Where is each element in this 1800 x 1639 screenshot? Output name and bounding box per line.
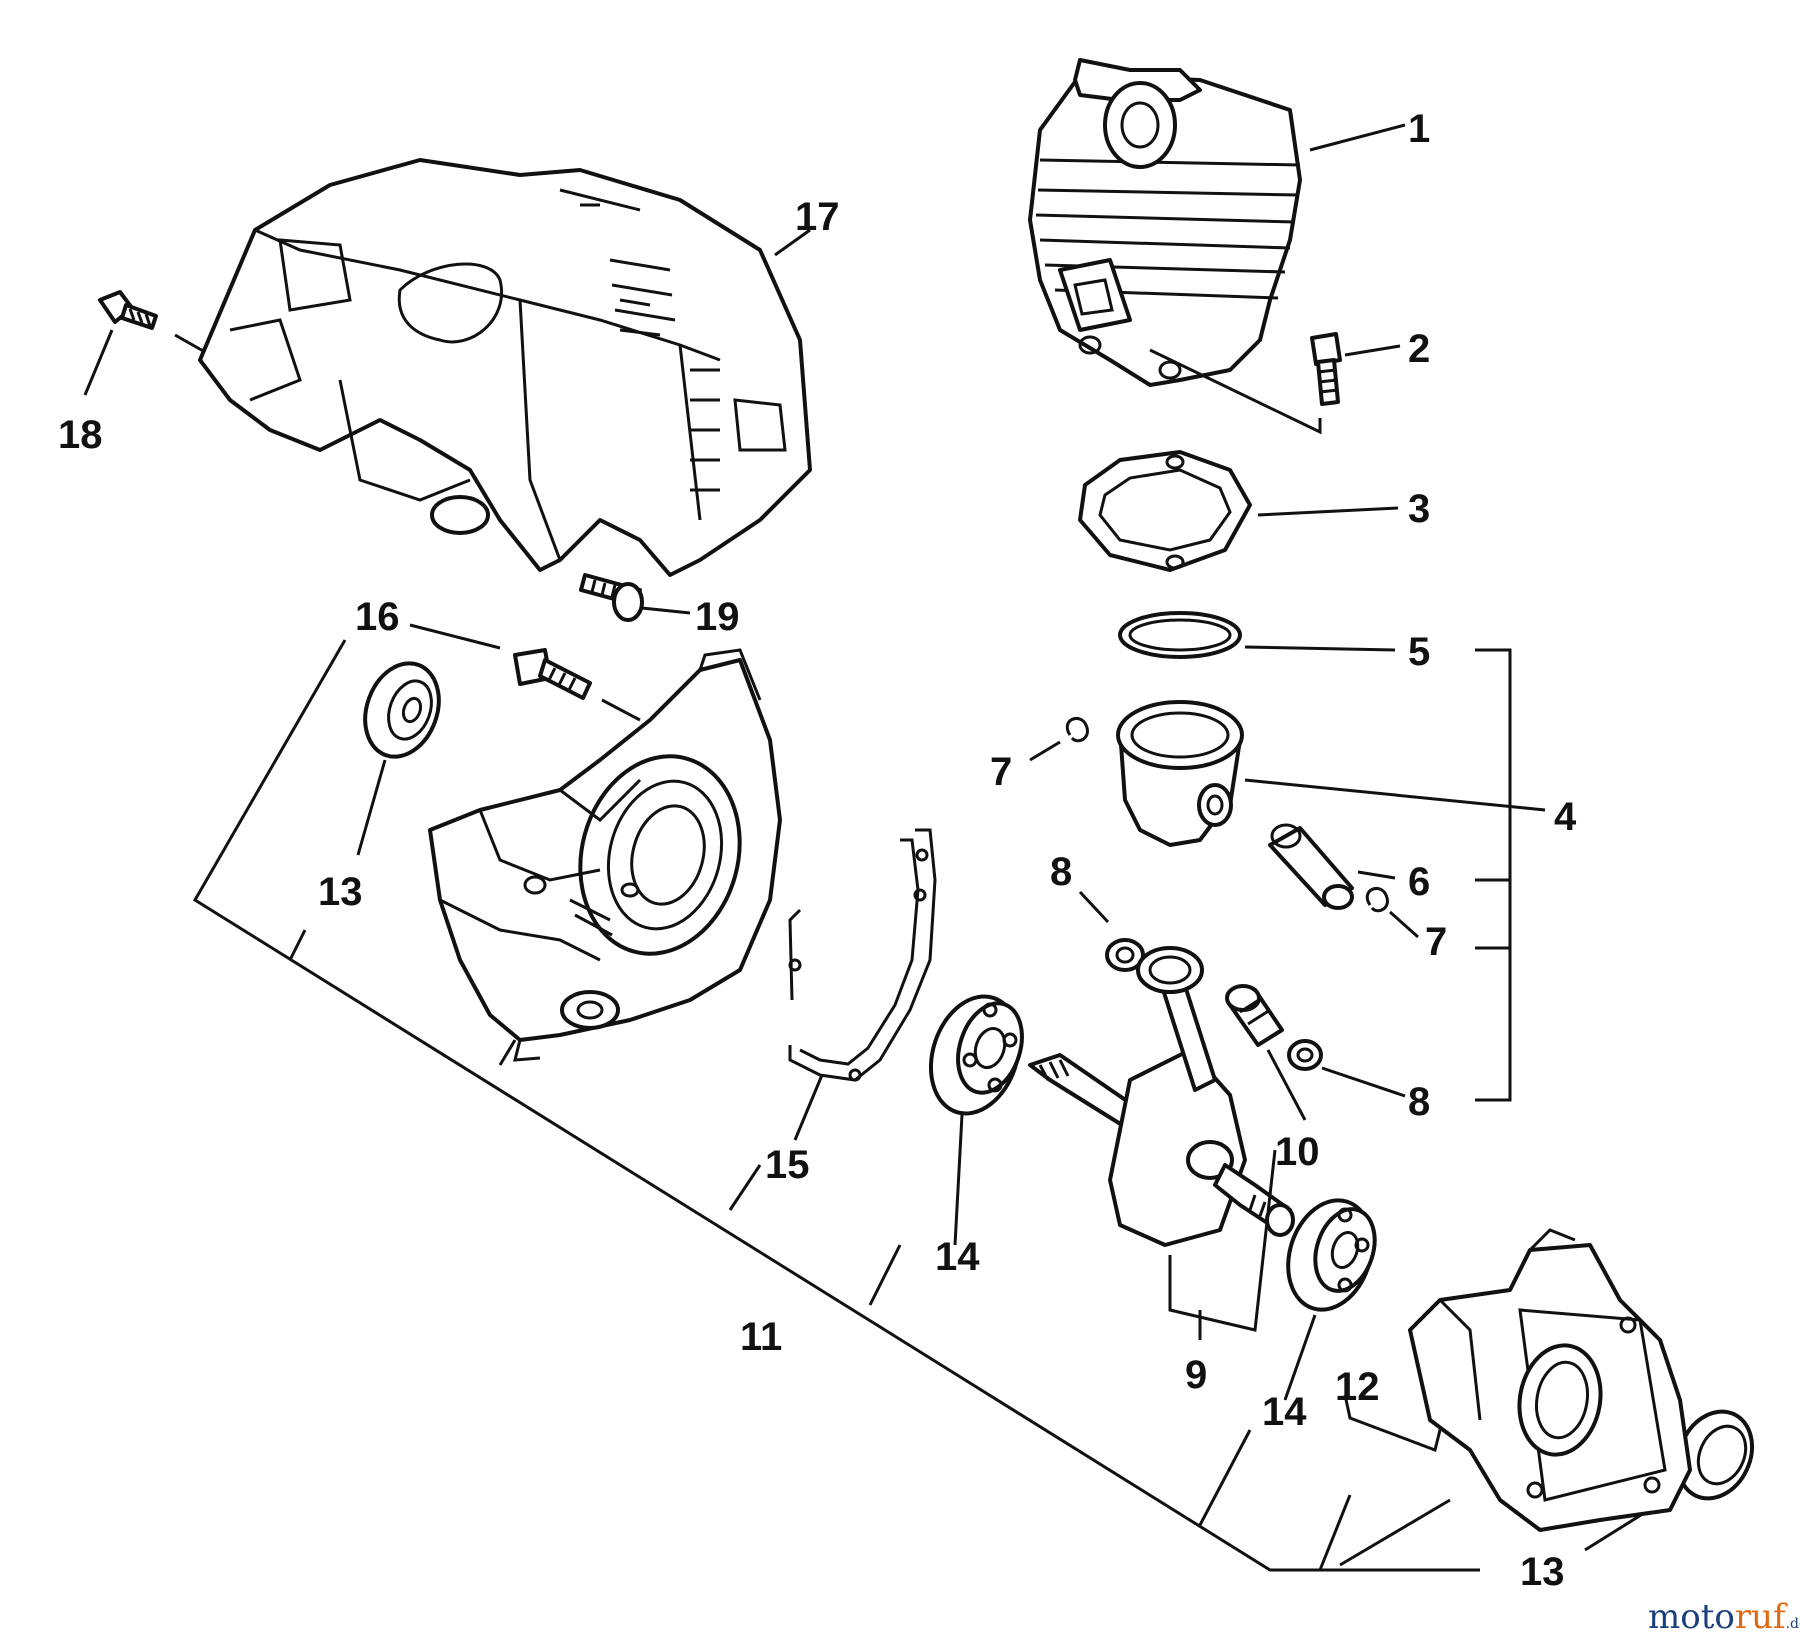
callout-6: 6 (1408, 860, 1430, 904)
bracket-crankcase-assembly (192, 639, 1480, 1572)
callout-14-left: 14 (935, 1235, 980, 1279)
bolt-part-16 (409, 623, 641, 722)
watermark-logo: motoruf.de (1648, 1597, 1800, 1637)
piston-ring-part-5 (1118, 611, 1396, 659)
cylinder-gasket-part-3 (1078, 450, 1399, 572)
ball-bearing-part-14-right (1283, 1198, 1377, 1401)
callout-15: 15 (765, 1143, 810, 1187)
crankcase-gasket-part-15 (788, 828, 937, 1141)
washer-part-8-right (1287, 1039, 1406, 1098)
leader-part-17 (774, 228, 811, 257)
ball-bearing-part-14-left (928, 994, 1024, 1246)
washer-part-8-left (1078, 890, 1145, 972)
crankcase-right (1408, 1228, 1692, 1532)
callout-3: 3 (1408, 487, 1430, 531)
callout-12: 12 (1335, 1365, 1380, 1409)
cylinder-part-1 (1028, 58, 1406, 387)
callout-16: 16 (355, 595, 400, 639)
callout-10: 10 (1275, 1130, 1320, 1174)
callout-7-right: 7 (1425, 920, 1447, 964)
bolt-part-2 (1149, 332, 1401, 435)
crankcase-left-part-11 (428, 648, 782, 1062)
piston-part-4 (1116, 700, 1546, 847)
callout-1: 1 (1408, 107, 1430, 151)
bracket-piston-assembly (1475, 648, 1512, 1102)
callout-2: 2 (1408, 327, 1430, 371)
callout-7-left: 7 (990, 750, 1012, 794)
callout-5: 5 (1408, 630, 1430, 674)
circlip-part-7-left (1029, 717, 1089, 762)
piston-pin-part-6 (1268, 823, 1396, 910)
callout-18: 18 (58, 413, 103, 457)
callout-14-right: 14 (1262, 1390, 1307, 1434)
callout-11: 11 (740, 1315, 782, 1359)
svg-text:motoruf.de: motoruf.de (1648, 1597, 1800, 1637)
watermark-part-c: .de (1786, 1616, 1800, 1632)
oil-seal-part-13-left (356, 661, 441, 856)
callout-8-left: 8 (1050, 850, 1072, 894)
callout-9: 9 (1185, 1353, 1207, 1397)
watermark-part-a: moto (1648, 1597, 1735, 1637)
callout-17: 17 (795, 195, 840, 239)
callout-8-right: 8 (1408, 1080, 1430, 1124)
callout-13-left: 13 (318, 870, 363, 914)
screw-part-18 (83, 290, 206, 396)
needle-bearing-part-10 (1225, 984, 1307, 1121)
watermark-part-b: ruf (1735, 1597, 1788, 1637)
screw-part-19 (579, 573, 691, 622)
engine-cover-shroud (198, 158, 812, 577)
callout-4: 4 (1554, 795, 1577, 839)
callout-19: 19 (695, 595, 740, 639)
callout-13-right: 13 (1520, 1550, 1565, 1594)
crankshaft-part-9 (1028, 946, 1295, 1340)
circlip-part-7-right (1365, 887, 1419, 939)
